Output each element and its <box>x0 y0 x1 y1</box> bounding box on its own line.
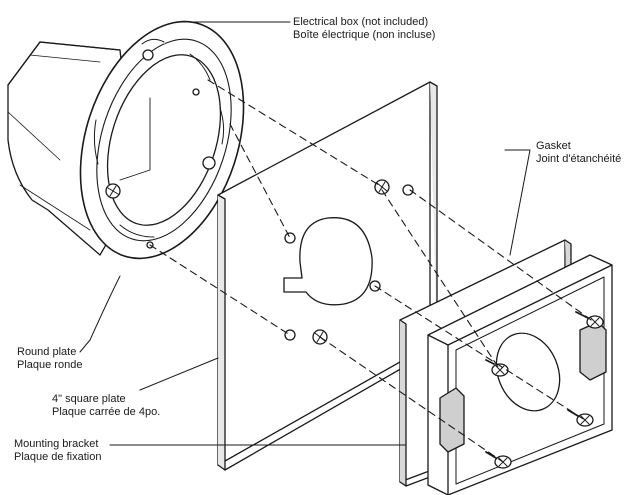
square-plate <box>217 81 438 471</box>
round-plate <box>79 20 245 260</box>
bracket-screw <box>485 359 509 377</box>
round-plate-label-fr: Plaque ronde <box>17 359 83 371</box>
callout-electrical-box: Electrical box (not included) Boîte élec… <box>293 16 435 42</box>
callout-round-plate: Round plate Plaque ronde <box>17 346 82 372</box>
electrical-box-label-en: Electrical box (not included) <box>293 16 429 28</box>
callout-gasket: Gasket Joint d'étanchéité <box>536 140 621 166</box>
electrical-box-label-fr: Boîte électrique (non incluse) <box>293 29 436 41</box>
square-plate-label-en: 4" square plate <box>52 393 126 405</box>
round-plate-label-en: Round plate <box>17 346 77 358</box>
leader-lines <box>79 21 531 446</box>
gasket-label-fr: Joint d'étanchéité <box>536 153 622 165</box>
mounting-bracket-label-en: Mounting bracket <box>14 438 99 450</box>
mounting-bracket-label-fr: Plaque de fixation <box>14 451 102 463</box>
callout-square-plate: 4" square plate Plaque carrée de 4po. <box>52 393 160 419</box>
square-plate-label-fr: Plaque carrée de 4po. <box>52 406 161 418</box>
gasket-label-en: Gasket <box>536 140 571 152</box>
mounting-bracket <box>427 254 613 495</box>
assembly-guide-lines <box>149 79 595 463</box>
bracket-screw <box>575 311 604 329</box>
callout-mounting-bracket: Mounting bracket Plaque de fixation <box>14 438 101 464</box>
